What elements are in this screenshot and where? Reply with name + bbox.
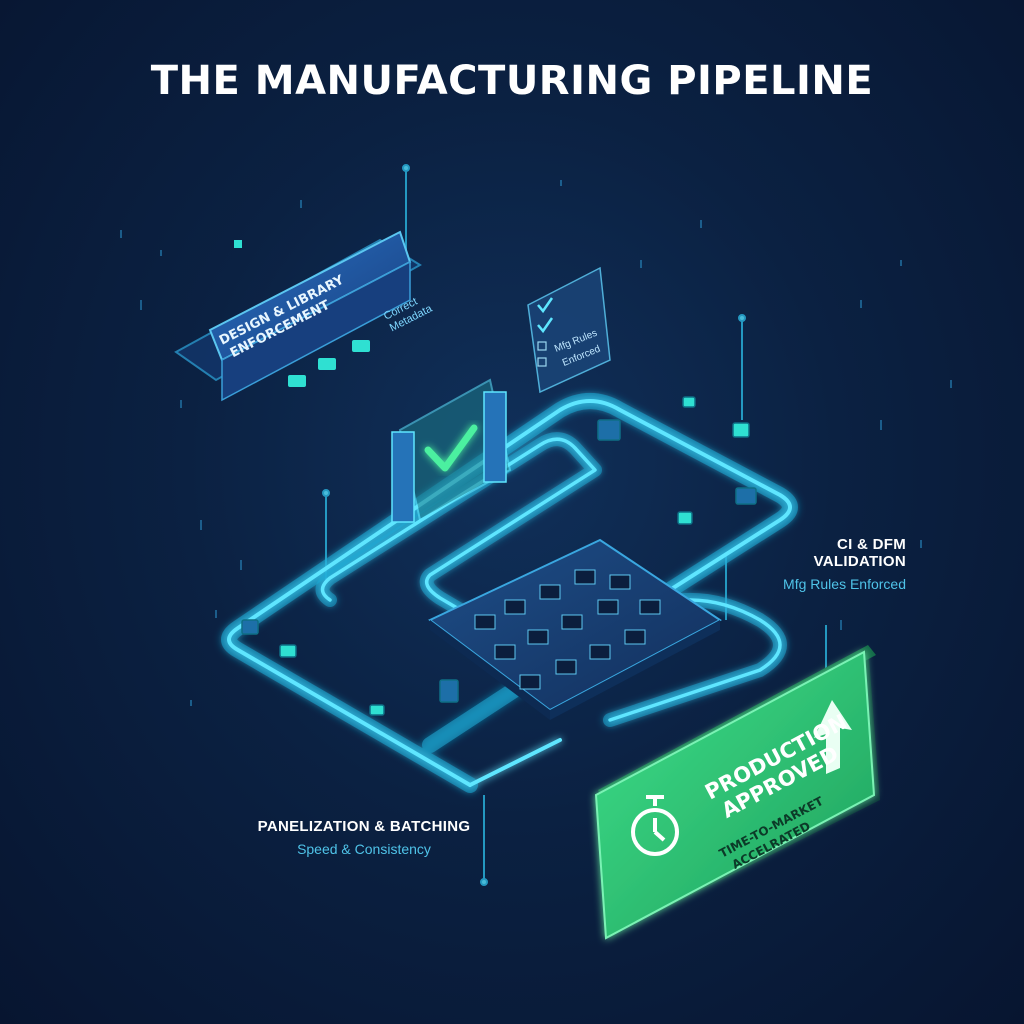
design-library-module: DESIGN & LIBRARY ENFORCEMENT Correct Met…: [174, 230, 435, 402]
design-module-buttons: [234, 240, 370, 387]
pipeline-loop: [221, 393, 798, 793]
check-icon: [424, 424, 478, 472]
antenna-lines: [322, 164, 827, 886]
ci-dfm-label: CI & DFM VALIDATION: [813, 536, 906, 570]
data-stream-particles: [120, 180, 952, 706]
stopwatch-icon: [631, 795, 679, 856]
check-icon: [537, 297, 554, 334]
checklist-card: Mfg Rules Enforced: [527, 266, 611, 394]
up-arrow-icon: [814, 700, 852, 774]
panelization-callout: PANELIZATION & BATCHING Speed & Consiste…: [254, 818, 474, 857]
chip-icon: [474, 569, 661, 690]
circuit-board-panel: [428, 538, 722, 720]
panelization-sublabel: Speed & Consistency: [297, 841, 431, 857]
panelization-label: PANELIZATION & BATCHING: [257, 818, 471, 835]
production-approved-sign: PRODUCTION APPROVED TIME-TO-MARKET ACCEL…: [594, 645, 880, 940]
validation-gate: [391, 378, 512, 523]
ci-dfm-sublabel: Mfg Rules Enforced: [783, 576, 906, 592]
pipeline-nodes: [241, 396, 757, 716]
page-title: THE MANUFACTURING PIPELINE: [150, 58, 874, 104]
ci-dfm-callout: CI & DFM VALIDATION Mfg Rules Enforced: [742, 536, 906, 592]
